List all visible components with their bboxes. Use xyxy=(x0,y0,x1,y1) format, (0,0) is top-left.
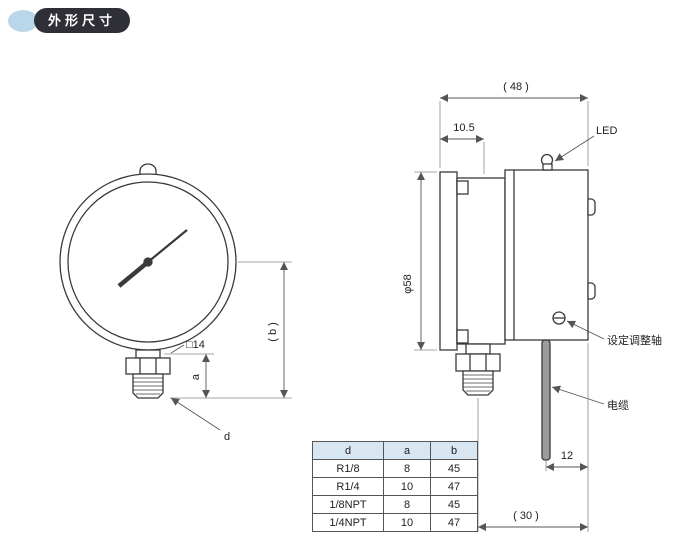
cell-a: 8 xyxy=(383,459,431,478)
cell-b: 45 xyxy=(430,459,478,478)
dim-30-label: ( 30 ) xyxy=(513,510,539,522)
dim-a-label: a xyxy=(190,373,202,380)
cable-label: 电缆 xyxy=(607,399,629,412)
top-knob xyxy=(139,163,157,176)
dim-12-label: 12 xyxy=(561,450,573,462)
gauge-side-view xyxy=(439,153,596,461)
crimp-top xyxy=(456,180,469,195)
dim-10-5-label: 10.5 xyxy=(453,122,474,134)
cell-d: 1/4NPT xyxy=(312,513,384,532)
hex-nut-side xyxy=(455,353,501,372)
led-dome xyxy=(540,153,554,171)
cell-a: 10 xyxy=(383,513,431,532)
dim-d-label: d xyxy=(224,431,230,443)
cell-a: 8 xyxy=(383,495,431,514)
dia-58-label: φ58 xyxy=(402,274,414,293)
title-bullet-icon xyxy=(8,10,38,32)
thread-lines xyxy=(133,377,163,395)
cell-b: 47 xyxy=(430,513,478,532)
crimp-bottom xyxy=(456,329,469,344)
side-view-dimensions: ( 48 ) 10.5 LED φ58 设定调整轴 电缆 12 xyxy=(402,81,662,532)
stem-neck-side xyxy=(465,343,491,355)
table-header-row: d a b xyxy=(312,441,478,460)
gauge-front-view xyxy=(59,163,237,399)
case-side xyxy=(456,177,506,345)
dial-circle xyxy=(67,181,229,343)
table-row: 1/8NPT 8 45 xyxy=(312,495,478,514)
col-header-a: a xyxy=(383,441,431,460)
section-title: 外形尺寸 xyxy=(8,7,168,35)
table-row: 1/4NPT 10 47 xyxy=(312,513,478,532)
adjust-shaft-label: 设定调整轴 xyxy=(607,333,662,347)
stem-neck xyxy=(135,349,161,359)
cell-d: 1/8NPT xyxy=(312,495,384,514)
connector-bottom xyxy=(587,282,596,300)
cell-d: R1/8 xyxy=(312,459,384,478)
cable-line xyxy=(541,339,551,461)
needle xyxy=(117,229,188,288)
cell-b: 47 xyxy=(430,477,478,496)
table-row: R1/4 10 47 xyxy=(312,477,478,496)
connector-top xyxy=(587,198,596,216)
page-title: 外形尺寸 xyxy=(34,8,131,33)
bezel-side xyxy=(439,171,458,351)
cell-d: R1/4 xyxy=(312,477,384,496)
front-view-dimensions: □14 ( b ) a d xyxy=(164,261,292,443)
cell-a: 10 xyxy=(383,477,431,496)
square14-label: □14 xyxy=(186,339,205,351)
adjust-screw xyxy=(552,311,566,325)
hex-nut xyxy=(125,357,171,375)
col-header-b: b xyxy=(430,441,478,460)
col-header-d: d xyxy=(312,441,384,460)
led-label: LED xyxy=(596,125,617,137)
dim-b-label: ( b ) xyxy=(267,322,279,342)
table-row: R1/8 8 45 xyxy=(312,459,478,478)
thread-lines-side xyxy=(463,374,493,392)
thread-dimension-table: d a b R1/8 8 45 R1/4 10 47 1/8NPT 8 45 xyxy=(312,441,478,532)
dim-48-label: ( 48 ) xyxy=(503,81,529,93)
housing xyxy=(504,169,589,341)
cell-b: 45 xyxy=(430,495,478,514)
